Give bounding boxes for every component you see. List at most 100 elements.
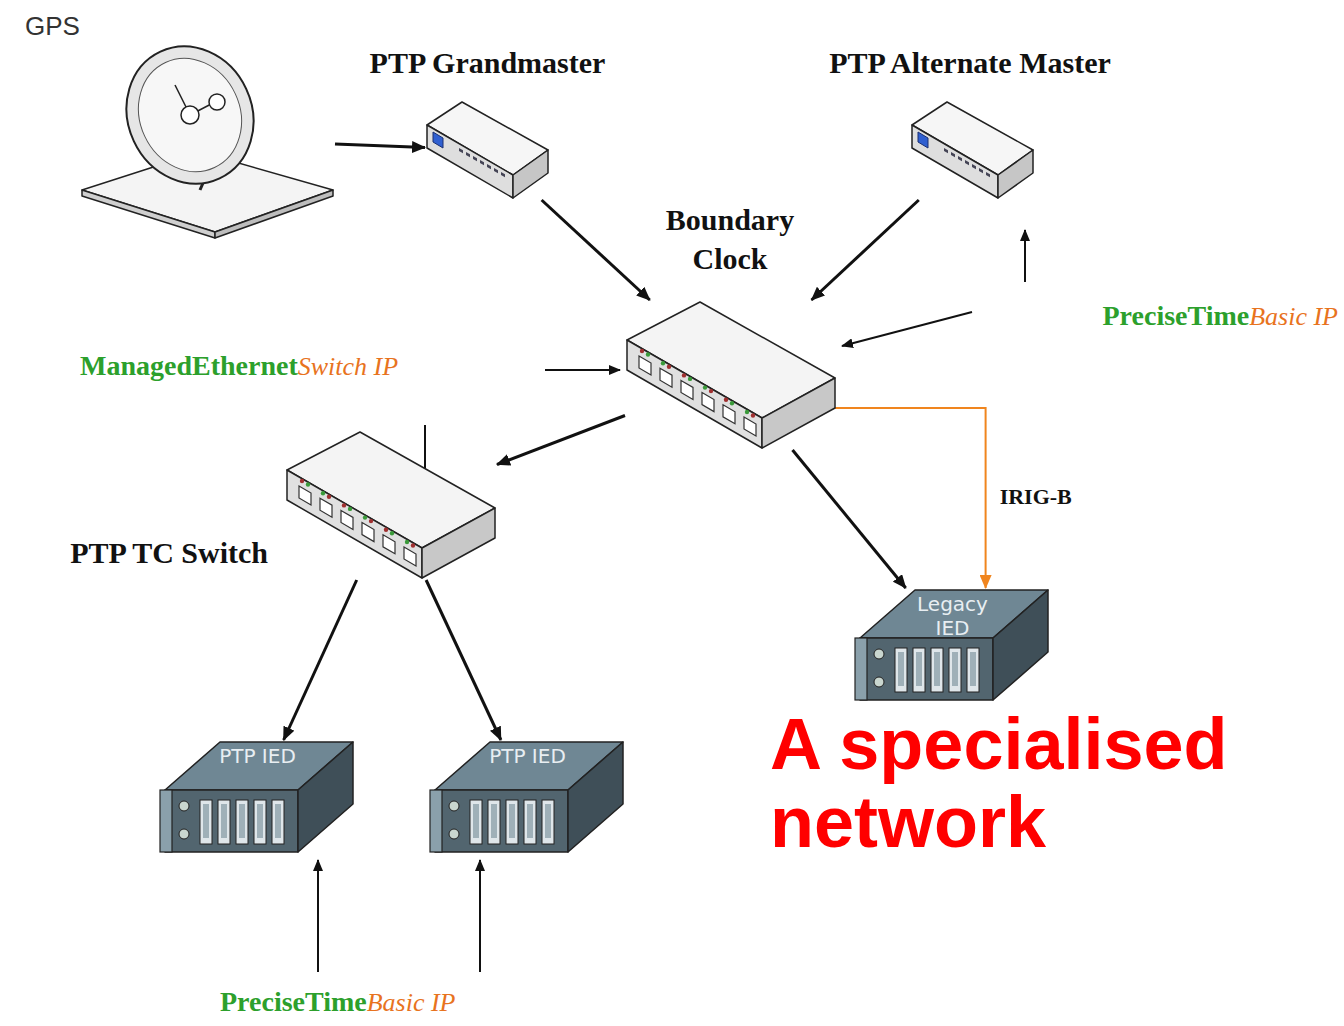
shape-part: [384, 528, 388, 532]
shape-part: [660, 368, 672, 387]
shape-part: [723, 405, 735, 424]
shape-part: [952, 652, 958, 686]
signal-name: IRIG-B: [998, 484, 1074, 510]
shape-part: [491, 804, 497, 838]
shape-part: [993, 590, 1048, 700]
ptp-link: [284, 580, 357, 740]
product-name: ManagedEthernet: [80, 350, 298, 381]
shape-part: [898, 652, 904, 686]
shape-part: [874, 677, 884, 687]
shape-part: [730, 401, 734, 405]
shape-part: [745, 410, 749, 414]
clock-device-outline: [910, 100, 1035, 200]
shape-part: [209, 94, 225, 110]
device-name: PTP IED: [205, 744, 310, 768]
leader-arrow: [545, 369, 620, 371]
shape-part: [473, 804, 479, 838]
shape-part: [681, 380, 693, 399]
shape-part: [934, 652, 940, 686]
gps-dish-outline: [80, 40, 335, 238]
ptp-link: [812, 200, 919, 300]
shape-part: [545, 804, 551, 838]
shape-part: [979, 168, 983, 173]
shape-part: [709, 389, 713, 393]
clock-device: PTP Alternate Master: [910, 100, 1035, 200]
shape-part: [221, 804, 227, 838]
shape-part: [449, 829, 459, 839]
shape-part: [501, 172, 505, 177]
shape-part: [104, 25, 276, 204]
shape-part: [958, 156, 962, 161]
shape-part: [682, 373, 686, 377]
shape-part: [165, 790, 298, 852]
shape-part: [916, 652, 922, 686]
shape-part: [646, 352, 650, 356]
shape-part: [160, 790, 172, 852]
shape-part: [542, 800, 554, 844]
ip-label: PreciseTimeBasic IP: [220, 986, 456, 1018]
shape-part: [257, 804, 263, 838]
shape-part: [383, 535, 395, 554]
shape-part: [287, 470, 422, 578]
ip-label: PreciseTimeBasic IP: [1103, 300, 1339, 332]
shape-part: [931, 648, 943, 692]
shape-part: [568, 742, 623, 852]
ptp-link: [335, 144, 425, 148]
shape-part: [82, 190, 215, 238]
shape-part: [986, 172, 990, 177]
product-name: PreciseTime: [1103, 300, 1250, 331]
shape-part: [967, 648, 979, 692]
ied-server: Legacy IED: [855, 588, 1050, 702]
shape-part: [298, 742, 353, 852]
shape-part: [348, 507, 352, 511]
shape-part: [320, 498, 332, 517]
shape-part: [762, 378, 835, 448]
shape-part: [488, 800, 500, 844]
shape-part: [435, 790, 568, 852]
shape-part: [918, 132, 928, 148]
shape-part: [487, 164, 491, 169]
shape-part: [411, 543, 415, 547]
product-name: PreciseTime: [220, 986, 367, 1017]
headline-note: A specialised network: [770, 706, 1344, 862]
ptp-link: [426, 580, 501, 740]
shape-part: [236, 800, 248, 844]
shape-part: [179, 801, 189, 811]
ptp-link: [497, 416, 625, 465]
device-label: PTP TC Switch: [0, 533, 268, 572]
shape-part: [120, 41, 260, 188]
shape-part: [179, 829, 189, 839]
shape-part: [874, 649, 884, 659]
shape-part: [480, 160, 484, 165]
shape-part: [970, 652, 976, 686]
shape-part: [513, 150, 548, 198]
shape-part: [667, 365, 671, 369]
leader-arrow: [1024, 230, 1026, 282]
shape-part: [972, 164, 976, 169]
shape-part: [949, 648, 961, 692]
shape-part: [404, 547, 416, 566]
ied-server: PTP IED: [430, 740, 625, 854]
shape-part: [702, 393, 714, 412]
shape-part: [998, 150, 1033, 198]
clock-device-outline: [425, 100, 550, 200]
gps-dish: GPS: [80, 40, 335, 238]
ied-server: PTP IED: [160, 740, 355, 854]
shape-part: [524, 800, 536, 844]
shape-part: [200, 800, 212, 844]
shape-part: [306, 482, 310, 486]
shape-part: [239, 804, 245, 838]
shape-part: [527, 804, 533, 838]
shape-part: [254, 800, 266, 844]
shape-part: [181, 106, 199, 124]
shape-part: [341, 510, 353, 529]
shape-part: [215, 190, 333, 238]
shape-part: [855, 638, 867, 700]
switch-box-outline: [285, 430, 497, 580]
shape-part: [362, 523, 374, 542]
shape-part: [405, 540, 409, 544]
ptp-link: [542, 200, 650, 300]
shape-part: [321, 491, 325, 495]
device-name: PTP IED: [475, 744, 580, 768]
shape-part: [895, 648, 907, 692]
